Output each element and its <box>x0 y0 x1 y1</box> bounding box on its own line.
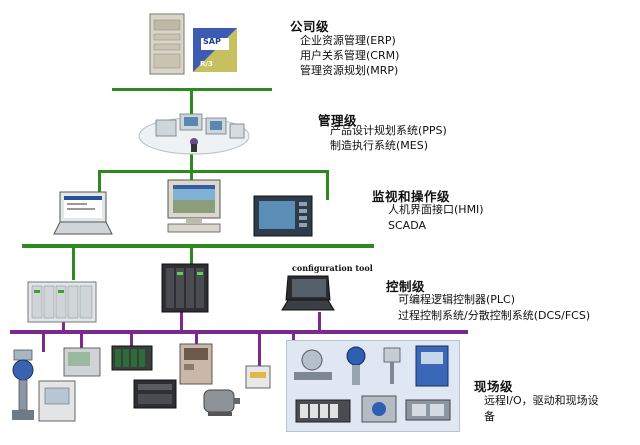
management-level-title: 管理级 <box>318 113 358 128</box>
erp-server-icon <box>149 13 185 75</box>
supervisory-bus <box>22 244 374 248</box>
company-level-title: 公司级 <box>290 19 330 34</box>
company-line-erp: 企业资源管理(ERP) <box>300 34 396 47</box>
configuration-laptop-icon <box>281 275 335 311</box>
supervisory-drop-1 <box>98 170 101 194</box>
dcs-controller-icon <box>161 263 209 313</box>
control-drop-1 <box>72 246 75 280</box>
valve-actuator-icon <box>295 399 351 423</box>
drive-unit-icon <box>179 343 213 385</box>
hmi-laptop-icon <box>53 191 113 235</box>
management-line-mes: 制造执行系统(MES) <box>330 139 429 152</box>
field-drop-5 <box>130 332 133 348</box>
motor-icon <box>203 389 240 416</box>
field-drop-6 <box>195 332 198 346</box>
configuration-tool-label: configuration tool <box>292 263 373 273</box>
remote-io-panel-icon <box>38 380 76 422</box>
level-sensor-icon <box>383 347 401 384</box>
field-line-2: 备 <box>484 410 495 423</box>
r3-label: R/3 <box>200 60 213 68</box>
control-level-title: 控制级 <box>386 279 426 294</box>
analyzer-icon <box>415 345 449 387</box>
control-room-icon <box>138 113 250 155</box>
field-line-1: 远程I/O，驱动和现场设 <box>484 394 599 407</box>
hmi-panel-icon <box>253 195 313 237</box>
sap-system-icon <box>193 28 237 72</box>
io-module-icon <box>111 345 153 371</box>
management-line-pps: 产品设计规划系统(PPS) <box>330 124 447 137</box>
company-line-crm: 用户关系管理(CRM) <box>300 49 400 62</box>
control-drop-2 <box>190 246 193 264</box>
proximity-sensor-icon <box>361 395 397 423</box>
control-line-plc: 可编程逻辑控制器(PLC) <box>398 293 516 306</box>
field-drop-8 <box>292 332 295 346</box>
small-io-box-icon <box>245 365 271 389</box>
control-line-dcs: 过程控制系统/分散控制系统(DCS/FCS) <box>398 309 591 322</box>
management-bus <box>98 170 328 173</box>
temperature-sensor-icon <box>405 399 451 421</box>
control-bus <box>10 330 468 334</box>
supervisory-drop-2 <box>190 170 193 184</box>
supervisory-line-hmi: 人机界面接口(HMI) <box>388 203 484 216</box>
supervisory-line-scada: SCADA <box>388 219 426 232</box>
hmi-workstation-icon <box>167 179 221 233</box>
company-drop <box>190 88 193 114</box>
sap-label: SAP <box>203 37 221 46</box>
supervisory-drop-3 <box>326 170 329 200</box>
field-drop-1 <box>62 322 65 332</box>
field-level-title: 现场级 <box>474 379 514 394</box>
transmitter-device-icon <box>12 349 34 420</box>
field-drop-9 <box>318 312 321 332</box>
field-drop-2 <box>180 312 183 332</box>
io-terminal-icon <box>133 379 177 409</box>
plc-rack-icon <box>27 281 97 323</box>
field-drop-3 <box>42 332 45 352</box>
supervisory-level-title: 监视和操作级 <box>372 189 451 204</box>
field-drop-7 <box>258 332 261 368</box>
field-drop-4 <box>80 332 83 350</box>
field-display-icon <box>63 347 101 377</box>
pressure-transmitter-icon <box>346 346 366 385</box>
flowmeter-icon <box>294 349 332 380</box>
management-drop <box>190 152 193 172</box>
company-line-mrp: 管理资源规划(MRP) <box>300 64 399 77</box>
